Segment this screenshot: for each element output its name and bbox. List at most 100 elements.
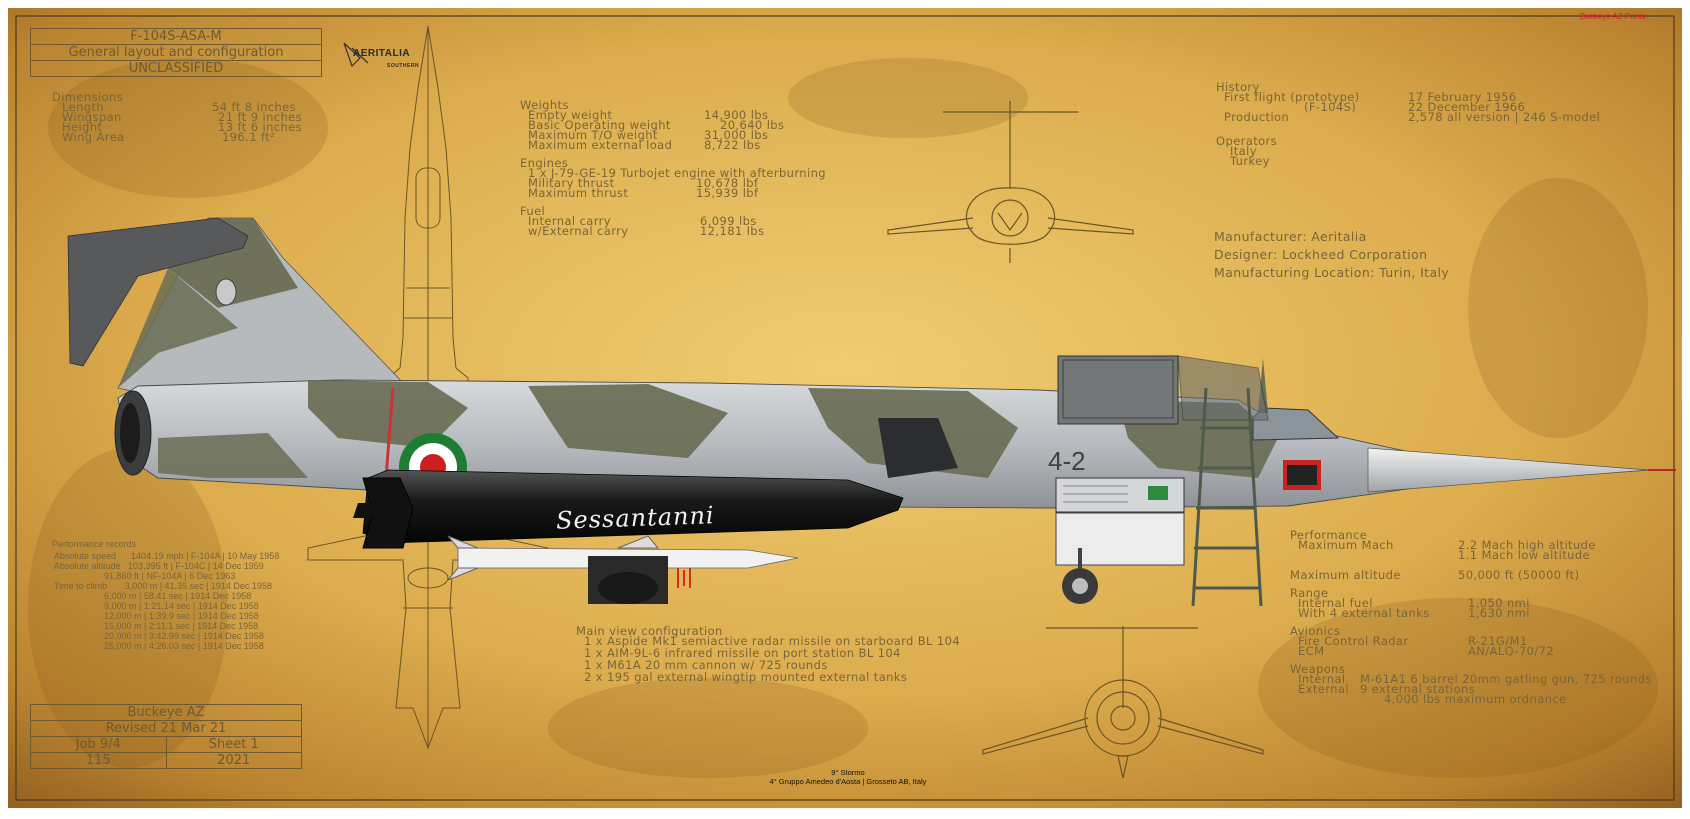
history-heading: History — [1216, 80, 1260, 94]
operator-2: Turkey — [1230, 154, 1270, 168]
first-flight-label: First flight (prototype) — [1224, 90, 1360, 104]
record-row-3: 91,860 ft | NF-104A | 6 Dec 1963 — [54, 571, 236, 581]
engine-value-2: 15,939 lbf — [696, 186, 759, 200]
dim-value-3: 13 ft 6 inches — [218, 120, 303, 134]
external-value-1: 9 external stations — [1360, 682, 1476, 696]
main-view-item-4: 2 x 195 gal external wingtip mounted ext… — [584, 670, 908, 684]
dim-value-4: 196.1 ft² — [222, 130, 276, 144]
operators-heading: Operators — [1216, 134, 1278, 148]
engines-heading: Engines — [520, 156, 569, 170]
record-row-5: 6,000 m | 58.41 sec | 1914 Dec 1958 — [54, 591, 252, 601]
variant-value: 22 December 1966 — [1408, 100, 1526, 114]
fuel-label-2: w/External carry — [528, 224, 629, 238]
aircraft-blueprint-illustration — [8, 8, 1682, 808]
title-block: F-104S-ASA-M General layout and configur… — [30, 28, 322, 77]
record-row-10: 25,000 m | 4:26.03 sec | 1914 Dec 1958 — [54, 641, 264, 651]
first-flight-value: 17 February 1956 — [1408, 90, 1517, 104]
brand-name: AERITALIA — [353, 48, 411, 59]
title-subtitle: General layout and configuration — [31, 45, 321, 61]
records-heading: Performance records — [52, 539, 137, 549]
record-row-7: 12,000 m | 1:39.9 sec | 1914 Dec 1958 — [54, 611, 259, 621]
fire-control-label: Fire Control Radar — [1298, 634, 1409, 648]
range-external-value: 1,630 nmi — [1468, 606, 1530, 620]
altitude-label: Maximum altitude — [1290, 568, 1401, 582]
brand-logo: AERITALIA SOUTHERN — [353, 48, 419, 70]
ecm-value: AN/ALQ-70/72 — [1468, 644, 1555, 658]
range-internal-value: 1,050 nmi — [1468, 596, 1530, 610]
performance-heading: Performance — [1290, 528, 1368, 542]
fuel-heading: Fuel — [520, 204, 546, 218]
sheet-revised: Revised 21 Mar 21 — [31, 721, 301, 737]
range-heading: Range — [1290, 586, 1329, 600]
dim-value-2: 21 ft 9 inches — [218, 110, 303, 124]
classification-label: UNCLASSIFIED — [128, 61, 224, 76]
main-view-item-2: 1 x AIM-9L-6 infrared missile on port st… — [584, 646, 901, 660]
engine-label-1: Military thrust — [528, 176, 615, 190]
designer-text: Designer: Lockheed Corporation — [1214, 247, 1428, 262]
range-internal-label: Internal fuel — [1298, 596, 1373, 610]
external-label: External — [1298, 682, 1349, 696]
sheet-row-job: Job 9/4 Sheet 1 — [31, 737, 301, 753]
manufacturer-text: Manufacturer: Aeritalia — [1214, 229, 1367, 244]
range-external-label: With 4 external tanks — [1298, 606, 1430, 620]
weight-label-4: Maximum external load — [528, 138, 673, 152]
max-mach-value-2: 1.1 Mach low altitude — [1458, 548, 1590, 562]
record-row-1: Absolute speed 1404.19 mph | F-104A | 10… — [54, 551, 280, 561]
record-row-6: 9,000 m | 1:21.14 sec | 1914 Dec 1958 — [54, 601, 259, 611]
engine-label-2: Maximum thrust — [528, 186, 629, 200]
footer: 9° Stormo 4° Gruppo Amedeo d'Aosta | Gro… — [608, 768, 1088, 786]
dim-label-4: Wing Area — [62, 130, 125, 144]
tank-name: Sessantanni — [555, 501, 716, 535]
max-mach-label: Maximum Mach — [1298, 538, 1394, 552]
fuel-label-1: Internal carry — [528, 214, 612, 228]
record-row-2: Absolute altitude 103,395 ft | F-104C | … — [54, 561, 264, 571]
variant-label: (F-104S) — [1304, 100, 1357, 114]
engine-value-1: 10,678 lbf — [696, 176, 759, 190]
record-row-8: 15,000 m | 2:11.1 sec | 1914 Dec 1958 — [54, 621, 259, 631]
production-value: 2,578 all version | 246 S-model — [1408, 110, 1601, 124]
external-value-2: 4,000 lbs maximum ordnance — [1384, 692, 1567, 706]
weight-label-3: Maximum T/O weight — [528, 128, 658, 142]
weight-value-2: 20,640 lbs — [720, 118, 785, 132]
dimensions-heading: Dimensions — [52, 90, 124, 104]
ecm-label: ECM — [1298, 644, 1325, 658]
sheet-author: Buckeye AZ — [31, 705, 301, 721]
main-view-item-1: 1 x Aspide Mk1 semiactive radar missile … — [584, 634, 961, 648]
altitude-value: 50,000 ft (50000 ft) — [1458, 568, 1580, 582]
production-label: Production — [1224, 110, 1290, 124]
weapons-heading: Weapons — [1290, 662, 1346, 676]
sheet-number: Sheet 1 — [208, 737, 259, 752]
avionics-heading: Avionics — [1290, 624, 1341, 638]
location-text: Manufacturing Location: Turin, Italy — [1214, 265, 1450, 280]
fuel-value-1: 6,099 lbs — [700, 214, 757, 228]
internal-value: M-61A1 6 barrel 20mm gatling gun, 725 ro… — [1360, 672, 1652, 686]
blueprint-poster: F-104S-ASA-M General layout and configur… — [8, 8, 1682, 808]
dim-label-2: Wingspan — [62, 110, 122, 124]
model-label: F-104S-ASA-M — [31, 29, 321, 45]
weight-label-2: Basic Operating weight — [528, 118, 671, 132]
operator-1: Italy — [1230, 144, 1257, 158]
credit-text: Buckeye AZ Prints — [1580, 12, 1646, 21]
dim-value-1: 54 ft 8 inches — [212, 100, 297, 114]
weight-label-1: Empty weight — [528, 108, 613, 122]
sheet-row-code: 115 2021 — [31, 753, 301, 768]
sheet-code: 115 — [31, 753, 167, 768]
main-view-item-3: 1 x M61A 20 mm cannon w/ 725 rounds — [584, 658, 828, 672]
sheet-year: 2021 — [217, 753, 251, 768]
internal-label: Internal — [1298, 672, 1346, 686]
max-mach-value-1: 2.2 Mach high altitude — [1458, 538, 1596, 552]
brand-sub: SOUTHERN — [387, 63, 420, 69]
weight-value-4: 8,722 lbs — [704, 138, 761, 152]
record-row-9: 20,000 m | 3:42.99 sec | 1914 Dec 1958 — [54, 631, 264, 641]
footer-line-1: 9° Stormo — [831, 768, 865, 777]
weight-value-3: 31,000 lbs — [704, 128, 769, 142]
fire-control-value: R-21G/M1 — [1468, 634, 1528, 648]
record-row-4: Time to climb 3,000 m | 41.35 sec | 1914… — [54, 581, 272, 591]
sheet-block: Buckeye AZ Revised 21 Mar 21 Job 9/4 She… — [30, 704, 302, 769]
dim-label-1: Length — [62, 100, 105, 114]
weight-value-1: 14,900 lbs — [704, 108, 769, 122]
fuel-value-2: 12,181 lbs — [700, 224, 765, 238]
main-view-heading: Main view configuration — [576, 624, 723, 638]
weights-heading: Weights — [520, 98, 569, 112]
dim-label-3: Height — [62, 120, 103, 134]
